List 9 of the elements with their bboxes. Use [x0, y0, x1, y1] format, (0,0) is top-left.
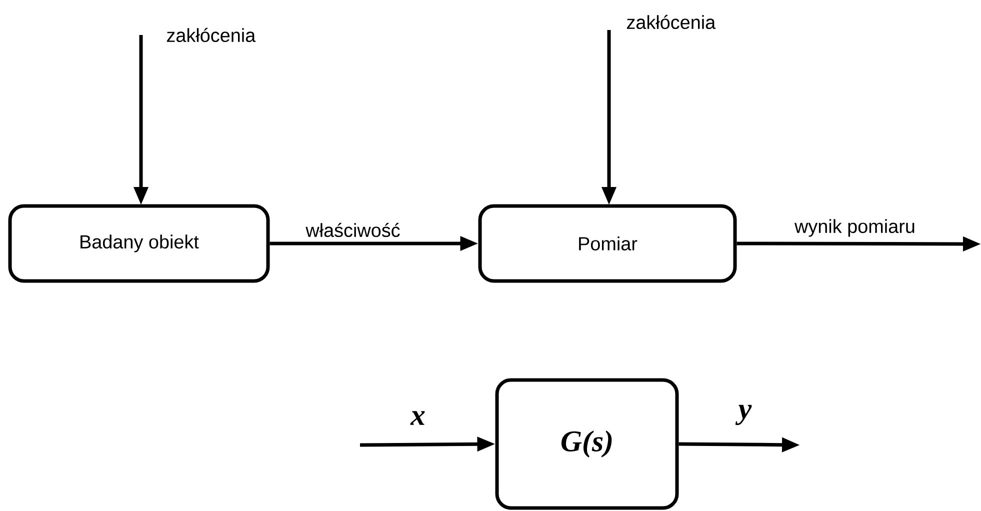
- edge-label: x: [410, 411, 425, 425]
- process-box: G(s): [495, 378, 679, 510]
- process-box: Badany obiekt: [8, 204, 270, 283]
- edge-label: wynik pomiaru: [794, 219, 914, 237]
- edge-label: zakłócenia: [626, 14, 716, 30]
- edge-label: właściwość: [306, 222, 400, 238]
- edge-label: y: [735, 404, 752, 426]
- edge-label: zakłócenia: [166, 28, 256, 42]
- process-box: Pomiar: [478, 204, 737, 283]
